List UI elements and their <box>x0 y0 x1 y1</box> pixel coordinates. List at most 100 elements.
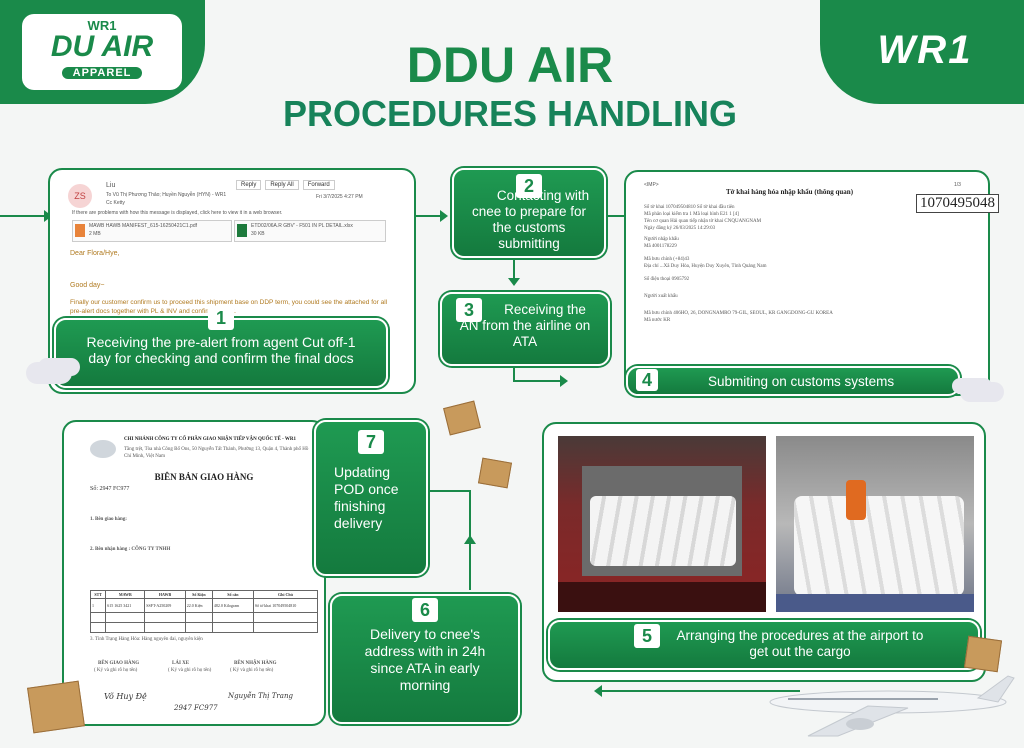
title-line2: PROCEDURES HANDLING <box>282 93 738 134</box>
pod-sign-label-1: BÊN GIAO HÀNG <box>98 661 140 666</box>
reply-button[interactable]: Reply <box>236 180 262 190</box>
logo: WR1 DU AIR APPAREL <box>22 14 182 90</box>
step-6-text: Delivery to cnee's address with in 24h s… <box>364 626 486 693</box>
doc-rows: Số tờ khai 107049504810 Số tờ khai đầu t… <box>644 204 914 324</box>
email-actions: Reply Reply All Forward <box>236 180 335 190</box>
cardboard-box-icon <box>477 457 513 489</box>
doc-row: Mã nước KR <box>644 318 671 323</box>
pod-sign-label-2: LÁI XE <box>172 661 190 666</box>
connector-left-in <box>0 215 48 217</box>
pod-table-header: Số cân <box>211 590 254 599</box>
sender-avatar: ZS <box>68 184 92 208</box>
pod-table-header: MAWB <box>105 590 146 599</box>
pod-title: BIÊN BẢN GIAO HÀNG <box>154 472 254 482</box>
step-7-text: Updating POD once finishing delivery <box>334 464 399 531</box>
pod-table-header: Ghi Chú <box>252 590 319 599</box>
doc-title: Tờ khai hàng hóa nhập khẩu (thông quan) <box>726 188 854 196</box>
doc-row: Tên cơ quan Hải quan tiếp nhận tờ khai C… <box>644 219 762 224</box>
truck-photo <box>558 436 766 612</box>
pod-table-cell: 482.0 Kilogram <box>211 598 254 613</box>
connector-1-2 <box>414 215 444 217</box>
arrow-1-2 <box>440 210 448 222</box>
pod-section2: 2. Bên nhận hàng : CÔNG TY TNHH <box>90 547 171 552</box>
doc-row: Số tờ khai 107049504810 Số tờ khai đầu t… <box>644 205 735 210</box>
attachment-xlsx[interactable]: ETD02/06A.R GBV' - F501 IN PL DETAIL.xls… <box>234 220 386 242</box>
step-2-text: Contacting with cnee to prepare for the … <box>471 188 590 251</box>
arrow-2-3 <box>508 278 520 286</box>
doc-row: Mã bưu chính (+84)43 <box>644 257 690 262</box>
cardboard-box-icon <box>27 680 85 734</box>
excel-icon <box>237 224 247 237</box>
pod-table-header: Số Kiện <box>184 590 213 599</box>
doc-tag: <IMP> <box>644 182 659 188</box>
title-line1: DDU AIR <box>406 37 614 93</box>
attachment-pdf-size: 2 MB <box>89 231 101 237</box>
doc-row: Người xuất khẩu <box>644 294 678 299</box>
attachment-xlsx-name: ETD02/06A.R GBV' - F501 IN PL DETAIL.xls… <box>251 223 353 229</box>
step-4-number: 4 <box>636 369 658 391</box>
step-1-text: Receiving the pre-alert from agent Cut o… <box>86 334 356 366</box>
pod-table-cell: 1 <box>89 598 107 613</box>
email-date: Fri 3/7/2025 4:27 PM <box>316 194 363 200</box>
pod-doc-card: CHI NHÁNH CÔNG TY CỔ PHẦN GIAO NHẬN TIẾP… <box>62 420 326 726</box>
step-2: 2 Contacting with cnee to prepare for th… <box>452 168 606 258</box>
doc-row: Mã bưu chính 406HO, 26, DONGNAMRO 79-GIL… <box>644 311 833 316</box>
step-5: 5 Arranging the procedures at the airpor… <box>548 620 980 670</box>
arrow-3-4 <box>560 375 568 387</box>
step-5-text: Arranging the procedures at the airport … <box>676 628 924 659</box>
connector-2-doc <box>606 215 630 217</box>
step-7-number: 7 <box>358 430 384 454</box>
pod-address: Tầng trệt, Tòa nhà Công Bố Ons, 50 Nguyễ… <box>124 447 309 459</box>
step-3-text: Receiving the AN from the airline on ATA <box>459 302 591 349</box>
step-5-number: 5 <box>634 624 660 648</box>
forward-button[interactable]: Forward <box>302 180 335 190</box>
pod-table-header: HAWB <box>144 590 186 599</box>
doc-row: Mã 4001178229 <box>644 244 677 249</box>
doc-page: 1/3 <box>954 182 961 188</box>
attachment-pdf-name: MAWB HAWB MANIFEST_615-16250421C1.pdf <box>89 223 198 229</box>
connector-3-4 <box>513 364 515 382</box>
cardboard-box-icon <box>443 400 481 436</box>
pod-sign-label-3: BÊN NHẬN HÀNG <box>234 661 277 666</box>
arrow-6-7 <box>464 535 476 544</box>
pod-table-cell: 615 1625 3421 <box>105 598 146 613</box>
email-notice: If there are problems with how this mess… <box>72 210 283 216</box>
pod-sign-sub: ( Ký và ghi rõ họ tên) <box>94 668 138 673</box>
logo-top: WR1 <box>87 18 117 33</box>
pod-sign-sub: ( Ký và ghi rõ họ tên) <box>168 668 212 673</box>
pod-company: CHI NHÁNH CÔNG TY CỔ PHẦN GIAO NHẬN TIẾP… <box>124 437 297 442</box>
connector-6-7 <box>430 490 470 492</box>
step-6: 6 Delivery to cnee's address with in 24h… <box>330 594 520 724</box>
connector-5-6 <box>600 690 800 692</box>
doc-boxed-number: 1070495048 <box>916 194 999 213</box>
email-from: Liu <box>106 182 116 189</box>
email-to: To Vũ Thị Phương Thảo; Huyền Nguyễn (HYN… <box>106 192 227 198</box>
step-1-number: 1 <box>208 306 234 330</box>
connector-2-3 <box>513 257 515 281</box>
step-4: 4 Submiting on customs systems <box>626 366 960 396</box>
doc-row: Mã phân loại kiểm tra 1 Mã loại hình E21… <box>644 212 739 217</box>
cargo-rolls <box>590 496 736 566</box>
logo-sub: APPAREL <box>62 67 142 79</box>
pod-table-cell: SSFT-A250209 <box>144 598 186 613</box>
email-cc: Cc Ketty <box>106 200 125 206</box>
signature-3: Nguyễn Thị Trang <box>228 692 293 700</box>
doc-row: Ngày đăng ký 26/03/2025 14:29:03 <box>644 226 716 231</box>
doc-row: Người nhập khẩu <box>644 237 679 242</box>
reply-all-button[interactable]: Reply All <box>265 180 299 190</box>
signature-1: Võ Huy Đệ <box>104 692 147 701</box>
logo-main: DU AIR <box>50 30 154 63</box>
connector-3-4b <box>513 380 563 382</box>
brand-logo: WR1 <box>877 28 973 72</box>
attachment-pdf[interactable]: MAWB HAWB MANIFEST_615-16250421C1.pdf 2 … <box>72 220 232 242</box>
pod-table-header: STT <box>89 590 107 599</box>
step-2-number: 2 <box>516 174 542 198</box>
cargo-rolls <box>794 496 964 596</box>
warehouse-photo <box>776 436 974 612</box>
step-3: 3 Receiving the AN from the airline on A… <box>440 292 610 366</box>
pod-table-cell: Số tờ khai 107049504810 <box>252 598 319 613</box>
email-body: Finally our customer confirm us to proce… <box>70 299 388 315</box>
pod-status: 3. Tình Trạng Hàng Hóa: Hàng nguyên đai,… <box>90 637 203 642</box>
step-7: 7 Updating POD once finishing delivery <box>314 420 428 576</box>
wr1-small-logo <box>90 440 116 458</box>
